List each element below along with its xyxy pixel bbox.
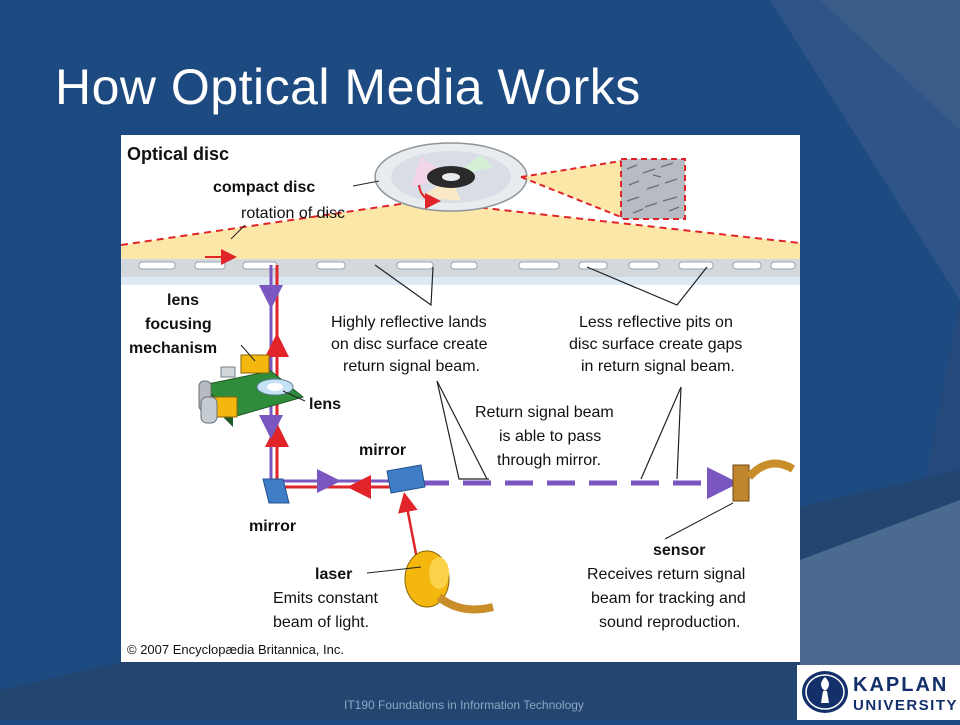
mirror-top-illustration: [386, 464, 426, 494]
label-sensor-desc-3: sound reproduction.: [599, 614, 740, 631]
disc-pits: [138, 261, 796, 270]
label-pass-1: Return signal beam: [475, 404, 614, 421]
label-pits-1: Less reflective pits on: [579, 314, 733, 331]
label-lens-mechanism-2: focusing: [145, 316, 212, 333]
label-laser-desc-2: beam of light.: [273, 614, 369, 631]
copyright-notice: © 2007 Encyclopædia Britannica, Inc.: [127, 642, 344, 657]
label-laser-desc-1: Emits constant: [273, 590, 378, 607]
diagram-heading: Optical disc: [127, 144, 229, 164]
label-rotation-of-disc: rotation of disc: [241, 205, 345, 222]
slide-footer: IT190 Foundations in Information Technol…: [344, 698, 584, 712]
optical-media-diagram: Optical disc compact disc rotation of di…: [121, 135, 800, 662]
label-laser: laser: [315, 566, 352, 583]
label-lens: lens: [309, 396, 341, 413]
label-pass-3: through mirror.: [497, 452, 601, 469]
laser-emission: [398, 492, 419, 560]
kaplan-university-logo: KAPLAN UNIVERSITY: [797, 665, 960, 720]
label-compact-disc: compact disc: [213, 179, 315, 196]
lens-focusing-mechanism-illustration: [198, 354, 305, 427]
label-sensor-desc-1: Receives return signal: [587, 566, 745, 583]
label-mirror-top: mirror: [359, 442, 406, 459]
sensor-illustration: [732, 459, 796, 502]
laser-illustration: [404, 550, 494, 614]
logo-line-1: KAPLAN: [853, 674, 948, 696]
label-sensor-desc-2: beam for tracking and: [591, 590, 746, 607]
label-lens-mechanism-1: lens: [167, 292, 199, 309]
label-pits-3: in return signal beam.: [581, 358, 735, 375]
label-lands-3: return signal beam.: [343, 358, 480, 375]
label-sensor: sensor: [653, 542, 705, 559]
label-mirror-bottom: mirror: [249, 518, 296, 535]
corner-panel-top-accent: [820, 0, 960, 130]
label-pass-2: is able to pass: [499, 428, 601, 445]
label-lands-2: on disc surface create: [331, 336, 488, 353]
label-lens-mechanism-3: mechanism: [129, 340, 217, 357]
compact-disc-illustration: [374, 142, 528, 212]
slide-title: How Optical Media Works: [55, 59, 641, 115]
mirror-bottom-illustration: [262, 478, 290, 504]
disc-cross-section-zoom: [121, 201, 800, 261]
logo-line-2: UNIVERSITY: [853, 697, 958, 714]
label-lands-1: Highly reflective lands: [331, 314, 487, 331]
label-pits-2: disc surface create gaps: [569, 336, 742, 353]
